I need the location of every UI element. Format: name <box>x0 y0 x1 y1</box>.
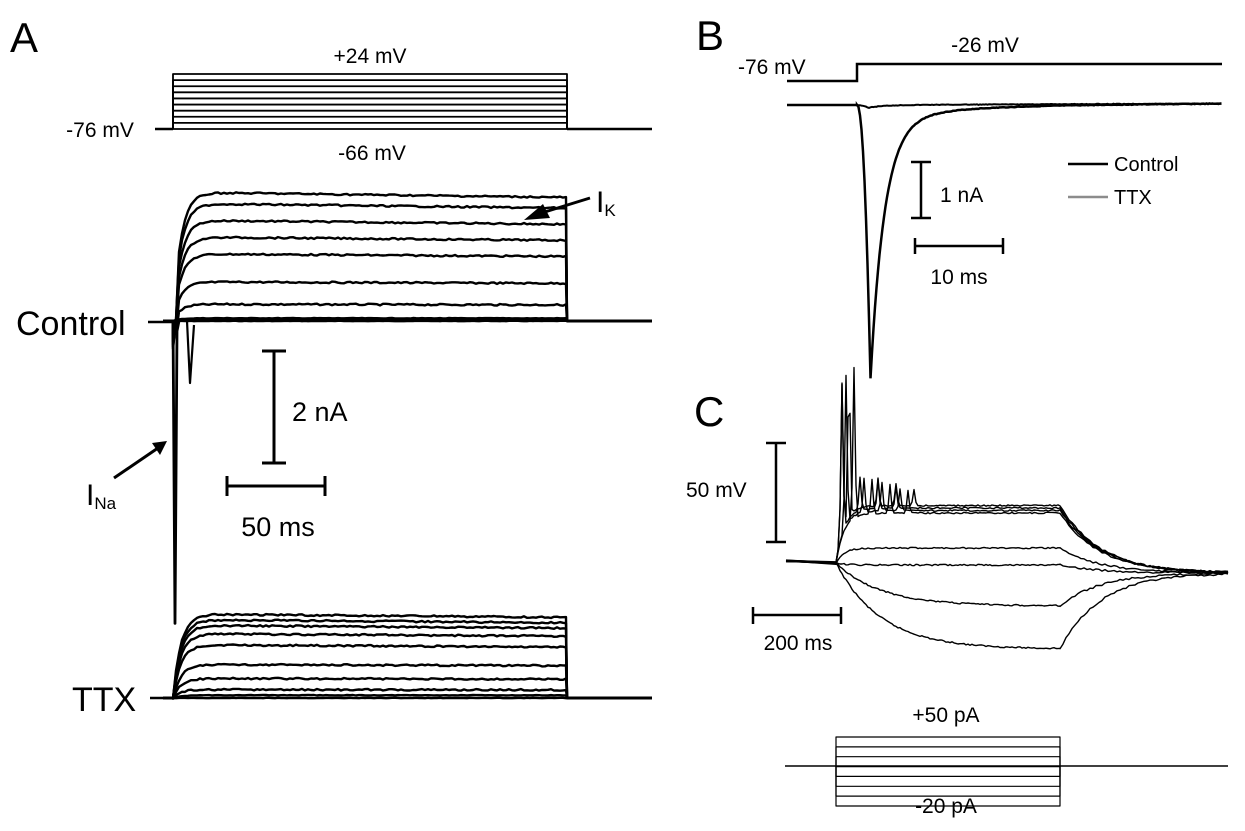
b-time-scalebar-label: 10 ms <box>930 266 987 289</box>
control-current-trace-7 <box>163 235 652 343</box>
panel-a-ttx-traces: TTX <box>72 612 652 719</box>
c-protocol-step-8 <box>835 736 1061 766</box>
control-current-trace-3 <box>163 316 652 323</box>
panel-c-voltage-traces <box>785 366 1229 650</box>
c-protocol-step-4 <box>835 766 1061 777</box>
c-protocol-step-5 <box>835 766 1061 768</box>
panel-a-control-traces: Control IK INa <box>16 186 652 625</box>
control-trace-label: Control <box>16 305 126 343</box>
legend-ttx-label: TTX <box>1114 187 1152 209</box>
b-current-scalebar-label: 1 nA <box>940 184 983 207</box>
ttx-current-trace-3 <box>163 687 652 700</box>
b-control-trace <box>787 100 1222 379</box>
c-time-scalebar <box>751 607 843 624</box>
c-voltage-trace-1 <box>785 559 1229 650</box>
ttx-current-trace-8 <box>163 623 652 700</box>
b-current-scalebar <box>911 160 931 220</box>
ina-arrow <box>113 446 159 480</box>
protocol-step-6 <box>172 97 568 129</box>
ik-label: IK <box>596 186 616 220</box>
c-protocol-bottom-label: -20 pA <box>915 795 977 818</box>
c-time-scalebar-label: 200 ms <box>764 632 833 655</box>
protocol-step-4 <box>172 109 568 129</box>
c-voltage-trace-5 <box>785 366 1229 574</box>
ina-secondary-spike <box>185 320 196 385</box>
time-scalebar-label: 50 ms <box>241 512 315 542</box>
c-voltage-trace-4 <box>785 546 1229 574</box>
panel-c-label: C <box>694 388 724 435</box>
control-current-trace-4 <box>163 302 652 336</box>
ttx-current-trace-6 <box>163 643 652 700</box>
c-voltage-trace-2 <box>785 559 1229 608</box>
ttx-current-trace-9 <box>163 618 652 700</box>
c-voltage-trace-7 <box>785 383 1229 574</box>
control-current-trace-2 <box>163 318 652 323</box>
b-time-scalebar <box>913 238 1005 254</box>
protocol-step-10 <box>172 73 568 129</box>
protocol-step-bottom-label: -66 mV <box>338 142 406 165</box>
ttx-current-trace-5 <box>163 662 652 700</box>
ttx-current-trace-10 <box>163 612 652 700</box>
c-protocol-step-2 <box>835 766 1061 797</box>
panel-a-scalebars: 2 nA 50 ms <box>225 349 348 542</box>
ina-label: INa <box>86 479 117 513</box>
panel-a-protocol: -76 mV +24 mV -66 mV <box>66 45 652 165</box>
protocol-step-top-label: +24 mV <box>334 45 407 68</box>
ina-arrowhead <box>152 441 167 455</box>
ttx-current-trace-7 <box>163 632 652 700</box>
panel-b-traces <box>787 100 1222 379</box>
legend-control-label: Control <box>1114 154 1178 176</box>
ik-arrowhead <box>524 204 550 220</box>
protocol-hold-label: -76 mV <box>66 119 134 142</box>
current-scalebar <box>262 349 286 465</box>
control-current-trace-8 <box>163 219 652 346</box>
ttx-current-trace-4 <box>163 676 652 700</box>
c-voltage-scalebar <box>766 441 786 544</box>
protocol-step-2 <box>172 121 568 129</box>
ttx-current-trace-2 <box>163 693 652 700</box>
b-protocol-step <box>787 62 1222 83</box>
panel-c-scalebars: 50 mV 200 ms <box>686 441 843 655</box>
panel-a-label: A <box>10 14 38 61</box>
panel-b-label: B <box>696 12 724 59</box>
panel-b-scalebars: 1 nA 10 ms <box>911 160 1005 289</box>
c-protocol-top-label: +50 pA <box>912 704 979 727</box>
control-current-trace-9 <box>163 202 652 349</box>
control-current-trace-6 <box>163 252 652 341</box>
c-voltage-trace-3 <box>785 559 1229 575</box>
ttx-trace-label: TTX <box>72 681 136 719</box>
current-scalebar-label: 2 nA <box>292 397 348 427</box>
control-current-trace-10 <box>163 191 652 350</box>
c-protocol-step-6 <box>835 756 1061 766</box>
control-current-trace-5 <box>163 280 652 338</box>
c-voltage-trace-8 <box>785 382 1229 574</box>
c-voltage-scalebar-label: 50 mV <box>686 479 747 502</box>
panel-b-protocol: -76 mV -26 mV <box>738 34 1222 83</box>
b-protocol-hold-label: -76 mV <box>738 56 806 79</box>
panel-b-legend: Control TTX <box>1068 154 1178 209</box>
ina-spike <box>171 320 181 625</box>
panel-c-protocol: +50 pA -20 pA <box>785 704 1228 818</box>
time-scalebar <box>225 476 327 496</box>
b-protocol-step-label: -26 mV <box>951 34 1019 57</box>
